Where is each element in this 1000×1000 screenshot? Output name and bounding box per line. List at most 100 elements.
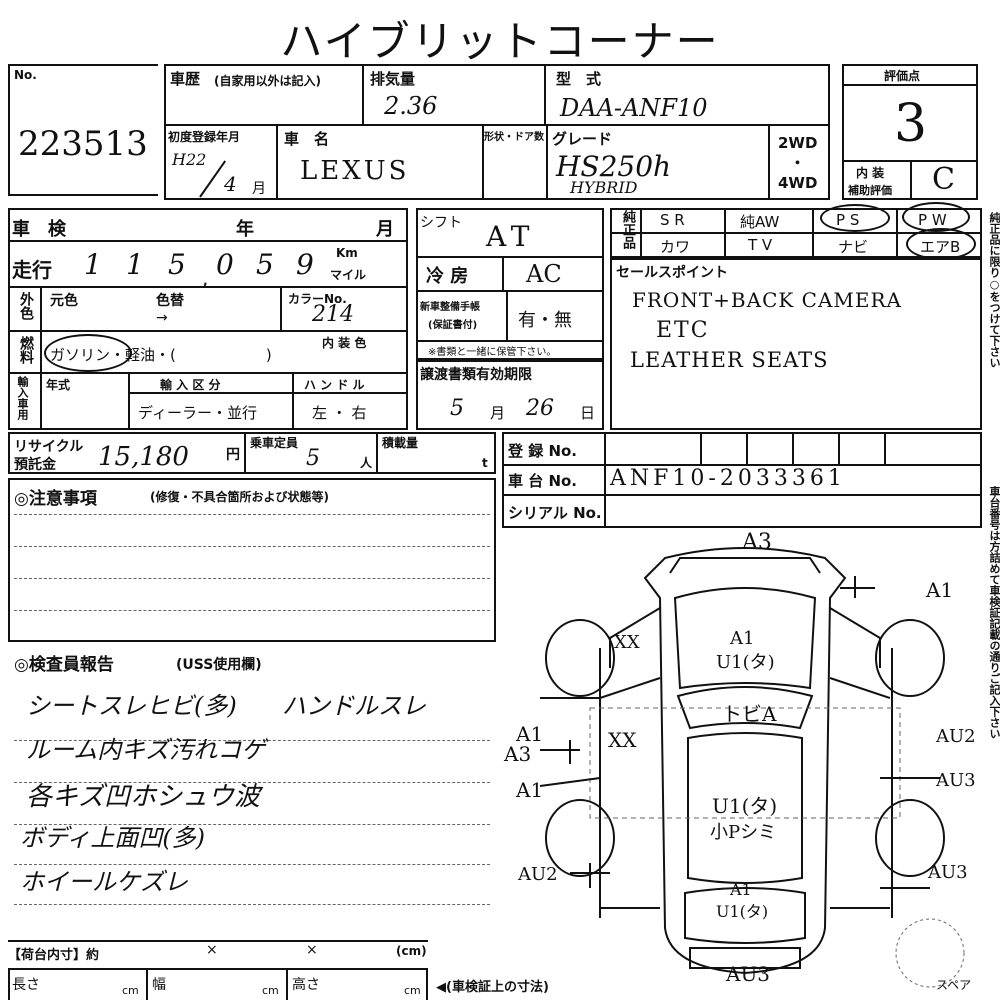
diag-label: トビA — [722, 702, 777, 726]
no-box: No. 223513 — [8, 64, 158, 196]
mileage-digits: 1 1 5 , 0 5 9 — [84, 248, 314, 290]
capacity-value: 5 — [306, 446, 320, 471]
sales-point-line: LEATHER SEATS — [630, 348, 829, 372]
color-no-value: 214 — [312, 302, 354, 327]
mileage-digit: 5 — [256, 248, 274, 281]
car-name-value: LEXUS — [300, 156, 410, 186]
recycle-unit: 円 — [226, 447, 240, 463]
shaken-year: 年 — [236, 219, 254, 240]
diag-label: U1(タ) — [716, 652, 775, 673]
mileage-unit-km: Km — [336, 246, 358, 260]
diag-label: AU3 — [936, 770, 976, 791]
fuel-label: 燃料 — [18, 336, 34, 364]
first-reg-month: 4 — [224, 172, 237, 196]
report-line: ボディ上面凹(多) — [20, 824, 206, 852]
diag-label: AU3 — [928, 862, 968, 883]
capacity-label: 乗車定員 — [250, 436, 299, 450]
mileage-label: 走行 — [12, 258, 52, 282]
history-note: (自家用以外は記入) — [214, 74, 321, 88]
sales-point-box — [610, 258, 982, 430]
page-title: ハイブリットコーナー — [280, 17, 720, 66]
spare-label: スペア — [936, 978, 972, 992]
ps-circle — [820, 204, 890, 232]
sales-point-label: セールスポイント — [616, 265, 728, 281]
serial-label: シリアル No. — [508, 504, 602, 522]
shaken-month: 月 — [376, 219, 394, 240]
diag-label: A1 — [516, 722, 544, 746]
dims-box — [8, 968, 428, 1000]
interior-eval-label2: 補助評価 — [848, 184, 892, 197]
genuine-item: S R — [660, 211, 685, 229]
mileage-digit: 9 — [296, 248, 314, 281]
dims-width: 幅 — [152, 977, 166, 993]
import-year: 年式 — [46, 378, 71, 392]
grade-sub: HYBRID — [570, 178, 638, 197]
shape-label: 形状・ドア数 — [484, 132, 544, 143]
eval-label: 評価点 — [884, 69, 921, 83]
vehicle-info-grid — [164, 64, 830, 200]
genuine-item: T V — [748, 236, 773, 254]
dims-height: 高さ — [292, 977, 320, 993]
report-line: ルーム内キズ汚れコゲ — [26, 736, 266, 764]
first-reg-month-unit: 月 — [252, 181, 266, 197]
report-line: ホイールケズレ — [20, 868, 188, 896]
grade-label: グレード — [552, 130, 613, 148]
chassis-value: ANF10-2033361 — [610, 466, 846, 491]
capacity-unit: 人 — [360, 456, 373, 470]
inspector-sub: (USS使用欄) — [176, 657, 262, 673]
report-line: シートスレヒビ(多) — [26, 692, 237, 720]
drive-dot: ・ — [790, 154, 806, 172]
import-type-label: 輸 入 区 分 — [160, 378, 221, 392]
recycle-label2: 預託金 — [14, 457, 56, 473]
import-handle-value: 左 ・ 右 — [312, 404, 367, 422]
drive-4wd: 4WD — [778, 174, 818, 192]
color-no-label: カラーNo. — [288, 292, 347, 306]
maintenance-note: ※書類と一緒に保管下さい。 — [428, 347, 557, 358]
aircon-value: AC — [526, 260, 562, 288]
diag-label: A1 — [730, 628, 755, 649]
sales-point-line: ETC — [656, 318, 710, 343]
dims-cm: cm — [122, 984, 139, 997]
transfer-day: 26 — [526, 396, 554, 421]
genuine-item: ナビ — [838, 238, 869, 256]
diag-label: A1 — [926, 578, 954, 602]
diag-label: AU3 — [726, 962, 771, 986]
model-label: 型 式 — [556, 70, 602, 88]
import-type-value: ディーラー・並行 — [138, 404, 257, 422]
import-label: 輸入車用 — [16, 376, 29, 420]
side-note-top: 純正品に限り○をつけて下さい — [988, 212, 1000, 368]
notes-sub: (修復・不具合箇所および状態等) — [150, 490, 329, 504]
notes-box — [8, 478, 496, 642]
aircon-label: 冷 房 — [426, 266, 469, 287]
transfer-day-unit: 日 — [580, 404, 596, 422]
diag-label: 小Pシミ — [710, 822, 777, 843]
chassis-label: 車 台 No. — [508, 472, 578, 490]
maintenance-label1: 新車整備手帳 — [420, 302, 480, 313]
diag-label: U1(タ) — [712, 794, 778, 818]
first-reg-era: H22 — [172, 150, 207, 169]
airbag-circle — [906, 228, 976, 260]
report-line: ハンドルスレ — [282, 692, 426, 720]
mileage-digit: 5 — [168, 248, 186, 281]
no-value: 223513 — [18, 124, 148, 164]
maintenance-label2: (保証書付) — [428, 320, 478, 331]
diag-label: AU2 — [936, 726, 976, 747]
side-note-bottom: 車台番号は方詰めて車検証記載の通りご記入下さい — [988, 486, 1000, 739]
color-orig: 元色 — [50, 293, 78, 309]
registration-box — [502, 432, 982, 528]
load-label: 積載量 — [382, 436, 419, 450]
diag-label: AU2 — [518, 864, 558, 885]
eval-value: 3 — [894, 94, 928, 154]
dims-note: ◀(車検証上の寸法) — [436, 980, 549, 995]
maintenance-value: 有・無 — [518, 310, 572, 331]
diag-label: A1 — [516, 778, 544, 802]
drive-2wd: 2WD — [778, 134, 818, 152]
interior-eval-value: C — [932, 162, 955, 197]
cargo-label: 【荷台内寸】約 — [8, 948, 100, 963]
interior-eval-label1: 内 装 — [856, 166, 885, 180]
diag-label: XX — [614, 632, 640, 653]
transfer-box — [416, 360, 604, 430]
dims-cm: cm — [404, 984, 421, 997]
shift-value: AT — [486, 220, 536, 253]
mileage-digit: 1 — [126, 248, 144, 281]
